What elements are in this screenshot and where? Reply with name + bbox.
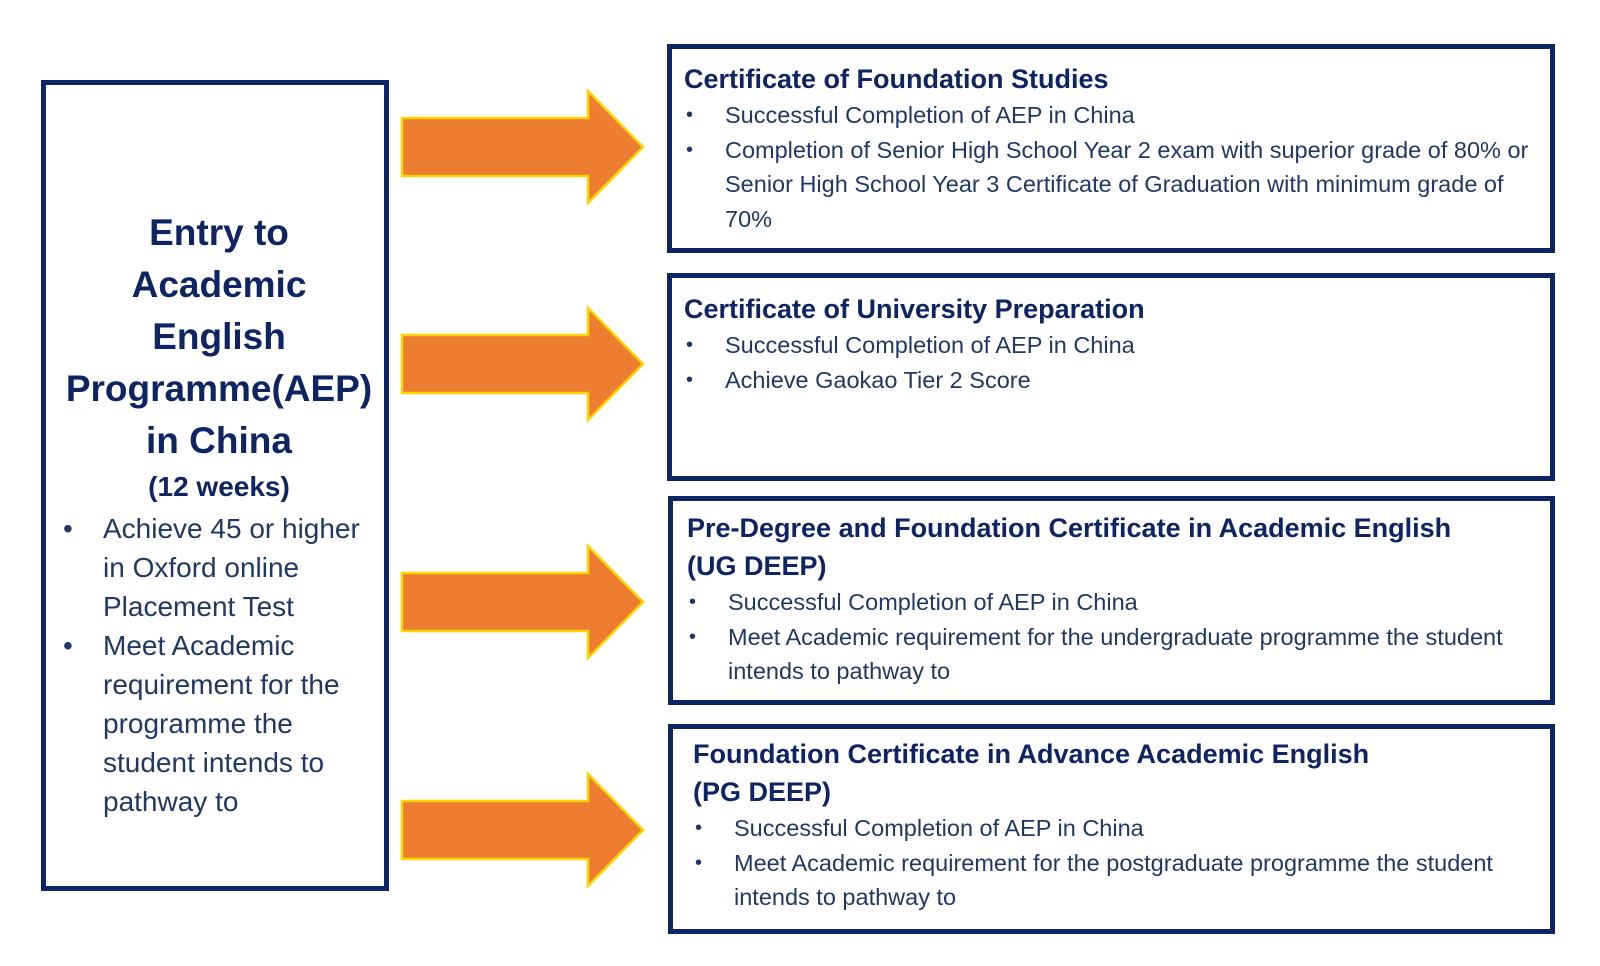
certificate-title: Foundation Certificate in Advance Academ… bbox=[693, 739, 1370, 769]
arrow-right-icon bbox=[400, 771, 645, 889]
certificate-title-suffix: (UG DEEP) bbox=[687, 551, 827, 581]
entry-title-line: Programme(AEP) bbox=[65, 368, 373, 409]
entry-title-line: Academic English bbox=[131, 264, 307, 357]
entry-requirements-box: Entry to Academic English Programme(AEP)… bbox=[41, 80, 389, 891]
certificate-bullet: Completion of Senior High School Year 2 … bbox=[684, 133, 1540, 237]
entry-duration: (12 weeks) bbox=[148, 471, 290, 502]
entry-bullet-list: Achieve 45 or higher in Oxford online Pl… bbox=[60, 509, 378, 821]
entry-bullet: Achieve 45 or higher in Oxford online Pl… bbox=[60, 509, 378, 626]
certificate-ug-deep-box: Pre-Degree and Foundation Certificate in… bbox=[668, 496, 1555, 705]
certificate-title: Pre-Degree and Foundation Certificate in… bbox=[687, 513, 1452, 543]
certificate-bullet: Successful Completion of AEP in China bbox=[693, 811, 1540, 846]
arrow-right-icon bbox=[400, 305, 645, 423]
certificate-title: Certificate of Foundation Studies bbox=[684, 64, 1109, 94]
arrow-shape bbox=[400, 88, 645, 206]
arrow-shape bbox=[400, 305, 645, 423]
certificate-bullet: Meet Academic requirement for the underg… bbox=[687, 620, 1540, 689]
certificate-title-suffix: (PG DEEP) bbox=[693, 777, 832, 807]
entry-title-line: Entry to bbox=[149, 212, 289, 253]
certificate-bullet: Successful Completion of AEP in China bbox=[687, 585, 1540, 620]
certificate-bullet: Achieve Gaokao Tier 2 Score bbox=[684, 363, 1540, 398]
certificate-bullet: Meet Academic requirement for the postgr… bbox=[693, 846, 1540, 915]
certificate-bullet-list: Successful Completion of AEP in China Me… bbox=[687, 585, 1540, 689]
arrow-right-icon bbox=[400, 543, 645, 661]
entry-bullet: Meet Academic requirement for the progra… bbox=[60, 626, 378, 821]
certificate-bullet: Successful Completion of AEP in China bbox=[684, 98, 1540, 133]
certificate-university-preparation-box: Certificate of University Preparation Su… bbox=[667, 273, 1555, 481]
certificate-bullet-list: Successful Completion of AEP in China Co… bbox=[684, 98, 1540, 236]
certificate-title: Certificate of University Preparation bbox=[684, 294, 1145, 324]
certificate-bullet-list: Successful Completion of AEP in China Ac… bbox=[684, 328, 1540, 397]
certificate-pg-deep-box: Foundation Certificate in Advance Academ… bbox=[668, 724, 1555, 934]
entry-title-line: in China bbox=[146, 420, 292, 461]
certificate-bullet-list: Successful Completion of AEP in China Me… bbox=[693, 811, 1540, 915]
arrow-shape bbox=[400, 771, 645, 889]
certificate-foundation-studies-box: Certificate of Foundation Studies Succes… bbox=[667, 44, 1555, 253]
arrow-right-icon bbox=[400, 88, 645, 206]
arrow-shape bbox=[400, 543, 645, 661]
certificate-bullet: Successful Completion of AEP in China bbox=[684, 328, 1540, 363]
